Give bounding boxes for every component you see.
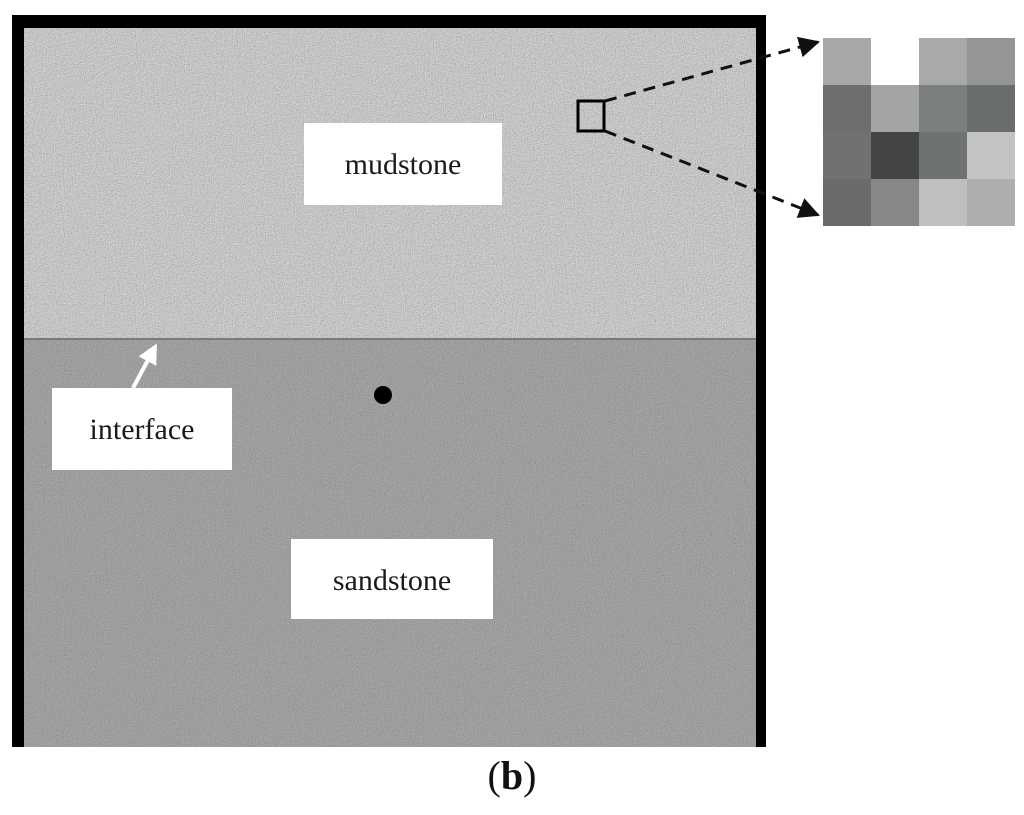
inset-pixel <box>967 85 1015 132</box>
interface-label: interface <box>90 413 195 446</box>
inset-pixel <box>967 132 1015 179</box>
inset-pixel <box>823 132 871 179</box>
zoom-inset <box>823 38 1015 226</box>
sandstone-label-box: sandstone <box>291 539 493 619</box>
interface-label-box: interface <box>52 388 232 470</box>
inset-pixel <box>919 132 967 179</box>
inset-pixel <box>919 38 967 85</box>
inset-pixel <box>967 38 1015 85</box>
sandstone-label: sandstone <box>333 564 451 597</box>
caption-letter: b <box>500 753 524 798</box>
inset-pixel <box>871 85 919 132</box>
source-point <box>374 386 392 404</box>
mudstone-label: mudstone <box>345 148 462 181</box>
inset-pixel <box>823 179 871 226</box>
inset-pixel <box>919 85 967 132</box>
inset-pixel <box>871 179 919 226</box>
mudstone-label-box: mudstone <box>304 123 502 205</box>
figure-caption: (b) <box>0 752 1024 799</box>
inset-pixel <box>871 38 919 85</box>
inset-pixel <box>871 132 919 179</box>
zoom-region-box <box>576 99 606 133</box>
zoom-leader-top <box>604 36 821 103</box>
zoom-leader-bottom <box>604 129 820 218</box>
caption-open-paren: ( <box>487 753 501 798</box>
inset-pixel <box>967 179 1015 226</box>
inset-pixel <box>919 179 967 226</box>
caption-close-paren: ) <box>523 753 537 798</box>
inset-pixel <box>823 85 871 132</box>
inset-pixel <box>823 38 871 85</box>
interface-arrow <box>131 343 157 389</box>
